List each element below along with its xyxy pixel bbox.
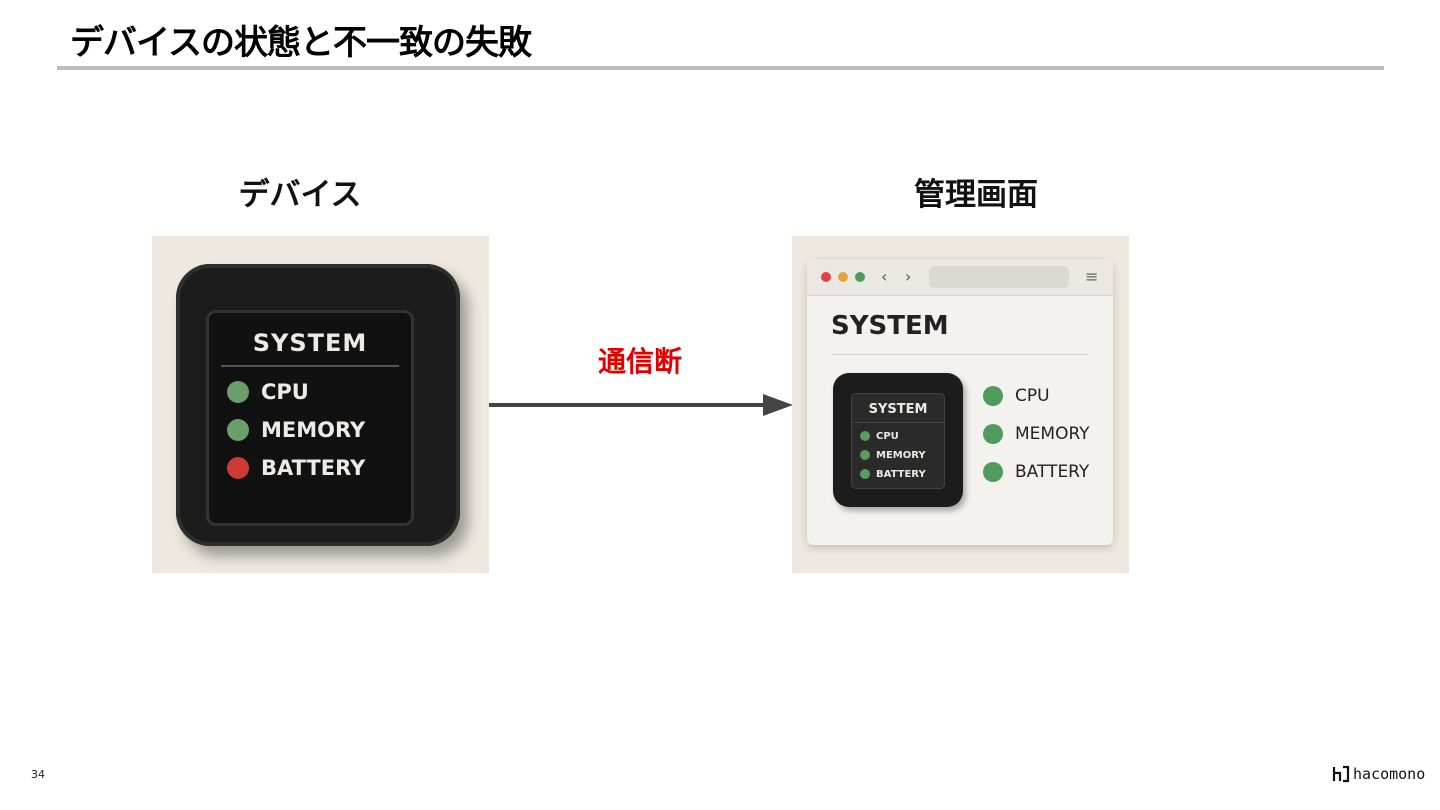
device-illustration: SYSTEM CPU MEMORY BATTERY xyxy=(152,236,489,573)
status-indicator-icon xyxy=(227,419,249,441)
thumbnail-row-cpu: CPU xyxy=(860,429,899,443)
status-indicator-icon xyxy=(983,462,1003,482)
device-thumbnail-title: SYSTEM xyxy=(868,402,928,417)
device-screen-title: SYSTEM xyxy=(252,329,368,357)
device-status-row-cpu: CPU xyxy=(227,377,309,407)
device-body: SYSTEM CPU MEMORY BATTERY xyxy=(176,264,460,546)
thumbnail-row-memory: MEMORY xyxy=(860,448,926,462)
title-divider xyxy=(57,66,1384,70)
admin-status-label: MEMORY xyxy=(1015,424,1090,444)
device-status-label: MEMORY xyxy=(261,418,366,442)
minimize-window-icon xyxy=(838,272,848,282)
status-indicator-icon xyxy=(227,457,249,479)
admin-status-row-battery: BATTERY xyxy=(983,459,1089,485)
admin-status-label: CPU xyxy=(1015,386,1050,406)
admin-screen-heading: 管理画面 xyxy=(914,177,1038,213)
status-indicator-icon xyxy=(860,431,870,441)
device-screen-divider xyxy=(221,365,399,367)
device-heading: デバイス xyxy=(238,177,362,213)
device-thumbnail-divider xyxy=(852,422,944,423)
status-indicator-icon xyxy=(983,386,1003,406)
close-window-icon xyxy=(821,272,831,282)
hacomono-logo-icon xyxy=(1332,765,1350,783)
admin-screen-illustration: ‹ › ≡ SYSTEM SYSTEM CPU MEMORY xyxy=(792,236,1129,573)
menu-icon: ≡ xyxy=(1085,267,1099,286)
thumbnail-status-label: MEMORY xyxy=(876,449,926,461)
status-indicator-icon xyxy=(860,450,870,460)
maximize-window-icon xyxy=(855,272,865,282)
device-thumbnail: SYSTEM CPU MEMORY BATTERY xyxy=(833,373,963,507)
back-icon: ‹ xyxy=(881,267,888,286)
thumbnail-status-label: CPU xyxy=(876,430,899,442)
status-indicator-icon xyxy=(227,381,249,403)
device-screen: SYSTEM CPU MEMORY BATTERY xyxy=(206,310,414,526)
admin-title-divider xyxy=(831,354,1089,355)
device-status-label: CPU xyxy=(261,380,309,404)
connection-lost-label: 通信断 xyxy=(597,345,682,378)
status-indicator-icon xyxy=(983,424,1003,444)
thumbnail-status-label: BATTERY xyxy=(876,468,926,480)
slide-title: デバイスの状態と不一致の失敗 xyxy=(70,23,532,63)
browser-toolbar: ‹ › ≡ xyxy=(807,259,1113,296)
brand-logo: hacomono xyxy=(1332,765,1425,783)
device-status-row-memory: MEMORY xyxy=(227,415,365,445)
browser-window: ‹ › ≡ SYSTEM SYSTEM CPU MEMORY xyxy=(807,259,1113,545)
address-bar xyxy=(929,266,1069,288)
logo-text: hacomono xyxy=(1353,765,1426,783)
forward-icon: › xyxy=(905,267,912,286)
device-thumbnail-screen: SYSTEM CPU MEMORY BATTERY xyxy=(851,393,945,489)
page-number: 34 xyxy=(31,768,45,781)
admin-status-row-cpu: CPU xyxy=(983,383,1050,409)
arrow-right-icon xyxy=(489,394,793,416)
status-indicator-icon xyxy=(860,469,870,479)
thumbnail-row-battery: BATTERY xyxy=(860,467,926,481)
admin-system-title: SYSTEM xyxy=(831,311,949,341)
admin-status-label: BATTERY xyxy=(1015,462,1090,482)
admin-status-row-memory: MEMORY xyxy=(983,421,1090,447)
device-status-row-battery: BATTERY xyxy=(227,453,365,483)
device-status-label: BATTERY xyxy=(261,456,366,480)
